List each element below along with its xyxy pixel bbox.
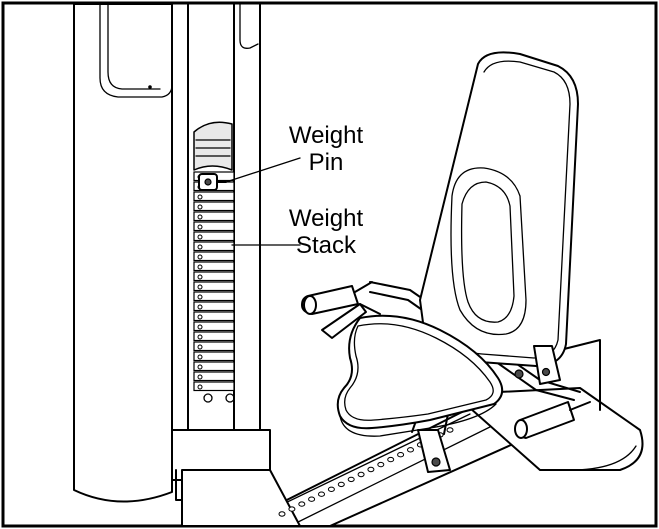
rail-hole [367, 466, 375, 473]
weight-pin-leader [225, 157, 301, 183]
weight-stack-label-line1: Weight [289, 205, 364, 232]
rail-hole [337, 481, 345, 488]
weight-plate [193, 301, 235, 312]
weight-plate [193, 321, 235, 332]
weight-plate-hole [197, 324, 203, 330]
weight-plate [193, 241, 235, 252]
weight-plate-hole [197, 314, 203, 320]
weight-plate-hole [197, 224, 203, 230]
rail-hole [288, 506, 296, 512]
weight-plate-hole [197, 304, 203, 310]
weight-plate-hole [197, 194, 203, 200]
rail-hole [387, 456, 395, 463]
weight-plate [193, 281, 235, 292]
weight-plate [193, 291, 235, 302]
rail-hole [308, 496, 316, 502]
weight-plate-hole [197, 244, 203, 250]
weight-plate-hole [197, 364, 203, 370]
rail-hole [318, 491, 325, 497]
weight-pin-label-line2: Pin [309, 149, 344, 176]
weight-plate-hole [197, 384, 203, 390]
weight-plate-hole [197, 254, 203, 260]
weight-plate [193, 331, 235, 342]
seat-pad [336, 314, 504, 437]
weight-plate [193, 381, 235, 392]
weight-plate [193, 251, 235, 262]
weight-plate-hole [197, 374, 203, 380]
weight-plate-hole [197, 284, 203, 290]
pivot-bolt [514, 369, 524, 379]
weight-plate-hole [197, 274, 203, 280]
weight-plate-hole [197, 214, 203, 220]
weight-plate-hole [197, 354, 203, 360]
weight-plate [193, 261, 235, 272]
weight-plate-hole [197, 264, 203, 270]
weight-plate [193, 211, 235, 222]
rail-hole [407, 447, 414, 453]
weight-plate [193, 231, 235, 242]
weight-plate-hole [197, 334, 203, 340]
weight-plate [193, 191, 235, 202]
weight-plate [193, 341, 235, 352]
rail-hole [327, 486, 335, 492]
rail-hole [377, 461, 385, 468]
right-handle[interactable] [514, 401, 591, 439]
weight-plate [193, 201, 235, 212]
seat-adjust-lever[interactable] [321, 303, 381, 339]
weight-plate [193, 351, 235, 362]
weight-pin[interactable] [198, 173, 227, 191]
weight-stack-label-line2: Stack [296, 232, 357, 259]
weight-plate-hole [197, 204, 203, 210]
weight-plate [193, 221, 235, 232]
weight-plate [193, 311, 235, 322]
rail-hole [357, 471, 365, 478]
rail-hole [446, 427, 454, 433]
weight-plate [193, 371, 235, 382]
left-handle[interactable] [301, 281, 373, 315]
rail-hole [298, 501, 306, 507]
rail-hole [397, 452, 405, 458]
rail-hole [278, 511, 286, 517]
weight-stack [193, 171, 235, 392]
rail-hole [347, 476, 355, 483]
weight-plate [193, 271, 235, 282]
weight-plate-hole [197, 344, 203, 350]
weight-plate-hole [197, 234, 203, 240]
weight-pin-label-line1: Weight [289, 122, 364, 149]
weight-plate-hole [197, 294, 203, 300]
weight-plate [193, 361, 235, 372]
